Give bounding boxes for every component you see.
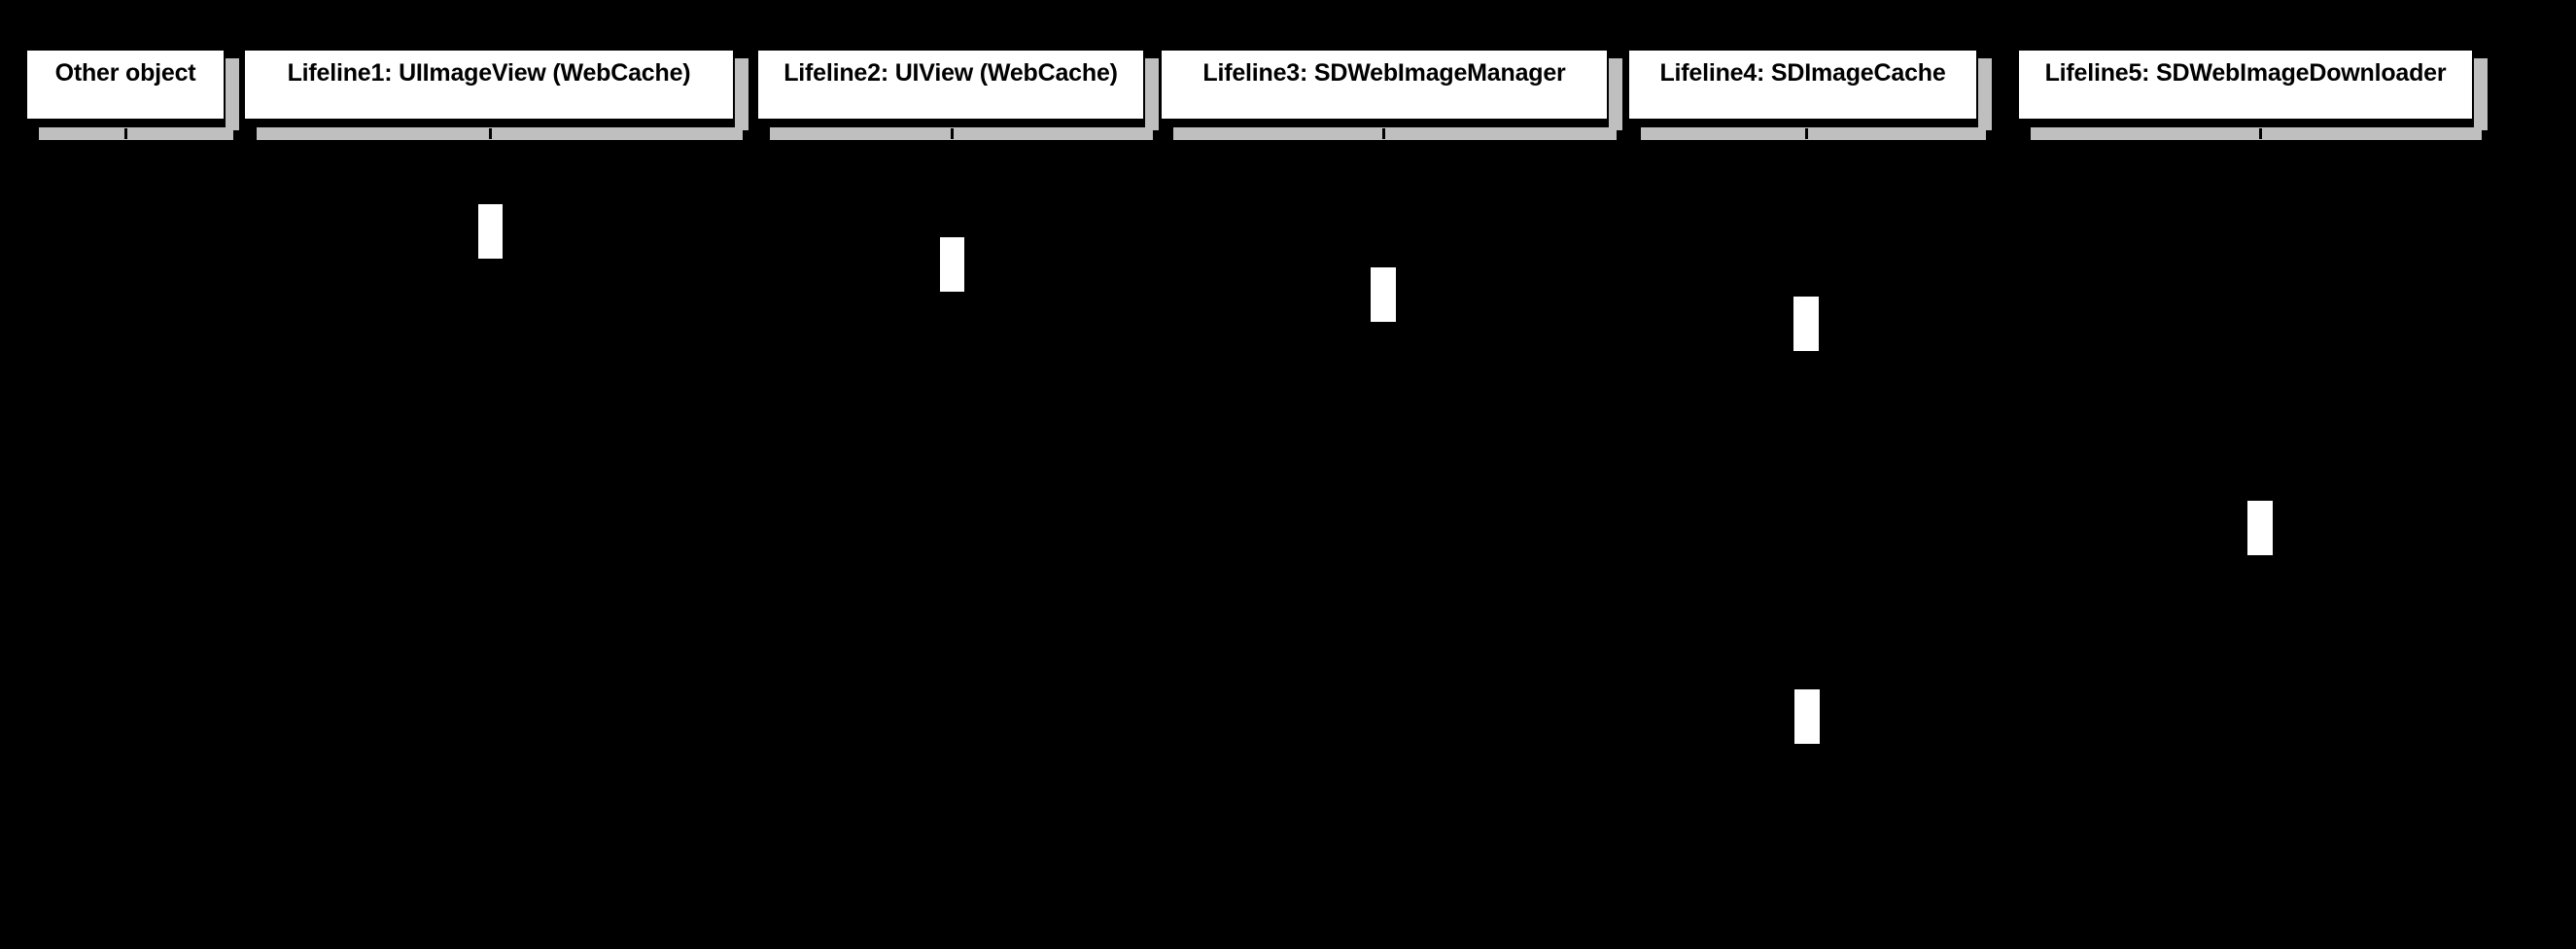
- lifeline-base-bar: [770, 127, 1153, 140]
- lifeline-stub-tick: [951, 128, 954, 139]
- lifeline-head-shadow: [1978, 58, 1992, 130]
- lifeline-head-shadow: [1145, 58, 1159, 130]
- activation-lifeline2[interactable]: [940, 237, 964, 292]
- lifeline-head-box[interactable]: Other object: [25, 49, 226, 121]
- lifeline-stub-tick: [124, 128, 127, 139]
- lifeline-stub-tick: [1805, 128, 1808, 139]
- lifeline-base-bar: [39, 127, 233, 140]
- activation-lifeline1[interactable]: [478, 204, 503, 259]
- activation-lifeline4-first[interactable]: [1793, 297, 1819, 351]
- lifeline-stub-tick: [1382, 128, 1385, 139]
- lifeline-stub-tick: [2259, 128, 2262, 139]
- lifeline-head-shadow: [2474, 58, 2488, 130]
- lifeline-label: Other object: [54, 59, 196, 87]
- lifeline-stub-tick: [489, 128, 492, 139]
- lifeline-base-bar: [1173, 127, 1617, 140]
- activation-lifeline5[interactable]: [2247, 501, 2273, 555]
- lifeline-base-bar: [257, 127, 743, 140]
- lifeline-head-box[interactable]: Lifeline1: UIImageView (WebCache): [243, 49, 735, 121]
- lifeline-head-box[interactable]: Lifeline4: SDImageCache: [1627, 49, 1978, 121]
- lifeline-label: Lifeline3: SDWebImageManager: [1202, 59, 1566, 87]
- lifeline-head-shadow: [1609, 58, 1622, 130]
- lifeline-head-shadow: [735, 58, 748, 130]
- lifeline-head-box[interactable]: Lifeline3: SDWebImageManager: [1160, 49, 1609, 121]
- lifeline-base-bar: [1641, 127, 1986, 140]
- lifeline-label: Lifeline1: UIImageView (WebCache): [287, 59, 691, 87]
- lifeline-label: Lifeline5: SDWebImageDownloader: [2044, 59, 2447, 87]
- lifeline-head-box[interactable]: Lifeline5: SDWebImageDownloader: [2017, 49, 2474, 121]
- lifeline-label: Lifeline4: SDImageCache: [1659, 59, 1946, 87]
- lifeline-label: Lifeline2: UIView (WebCache): [783, 59, 1118, 87]
- lifeline-head-box[interactable]: Lifeline2: UIView (WebCache): [756, 49, 1145, 121]
- activation-lifeline3[interactable]: [1371, 267, 1396, 322]
- lifeline-head-shadow: [226, 58, 239, 130]
- lifeline-base-bar: [2031, 127, 2482, 140]
- activation-lifeline4-second[interactable]: [1794, 689, 1820, 744]
